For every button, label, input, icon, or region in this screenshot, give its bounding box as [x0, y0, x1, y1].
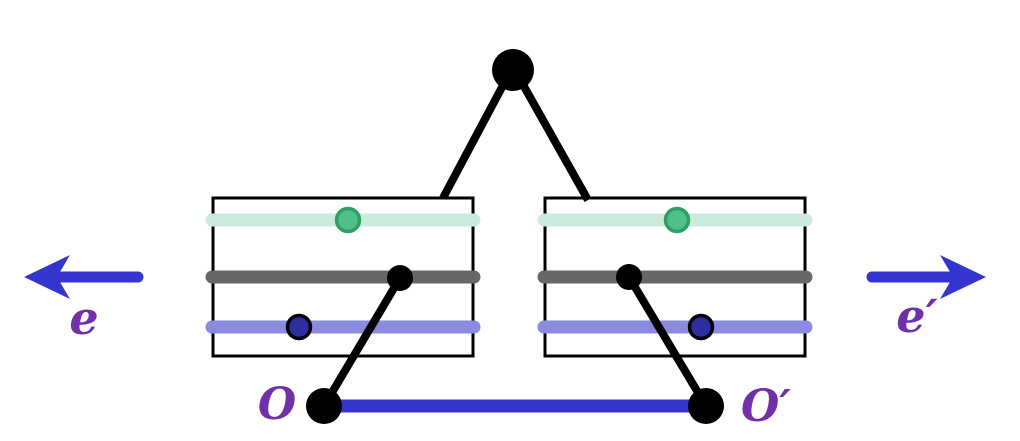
left-green-dot [334, 206, 362, 234]
right-black-dot [616, 264, 642, 290]
left-arrowhead-icon [24, 255, 70, 299]
apex-edge-left [439, 72, 513, 200]
right-green-dot [663, 206, 691, 234]
label-e: e [69, 291, 98, 345]
apex-vertex-dot [492, 49, 534, 91]
right-navy-dot [687, 313, 715, 341]
right-arrowhead-icon [940, 255, 986, 299]
right-diagonal-edge [625, 274, 710, 409]
apex-edge-right [513, 72, 592, 202]
left-navy-dot [285, 313, 313, 341]
label-o-prime: O′ [741, 381, 791, 432]
left-diagonal-edge [320, 275, 404, 409]
label-o: O [258, 379, 296, 430]
basepoint-left-dot [306, 388, 342, 424]
basepoint-right-dot [688, 388, 724, 424]
label-e-prime: e′ [896, 289, 937, 343]
left-arrow [24, 255, 144, 299]
left-black-dot [387, 265, 413, 291]
right-arrow [866, 255, 986, 299]
